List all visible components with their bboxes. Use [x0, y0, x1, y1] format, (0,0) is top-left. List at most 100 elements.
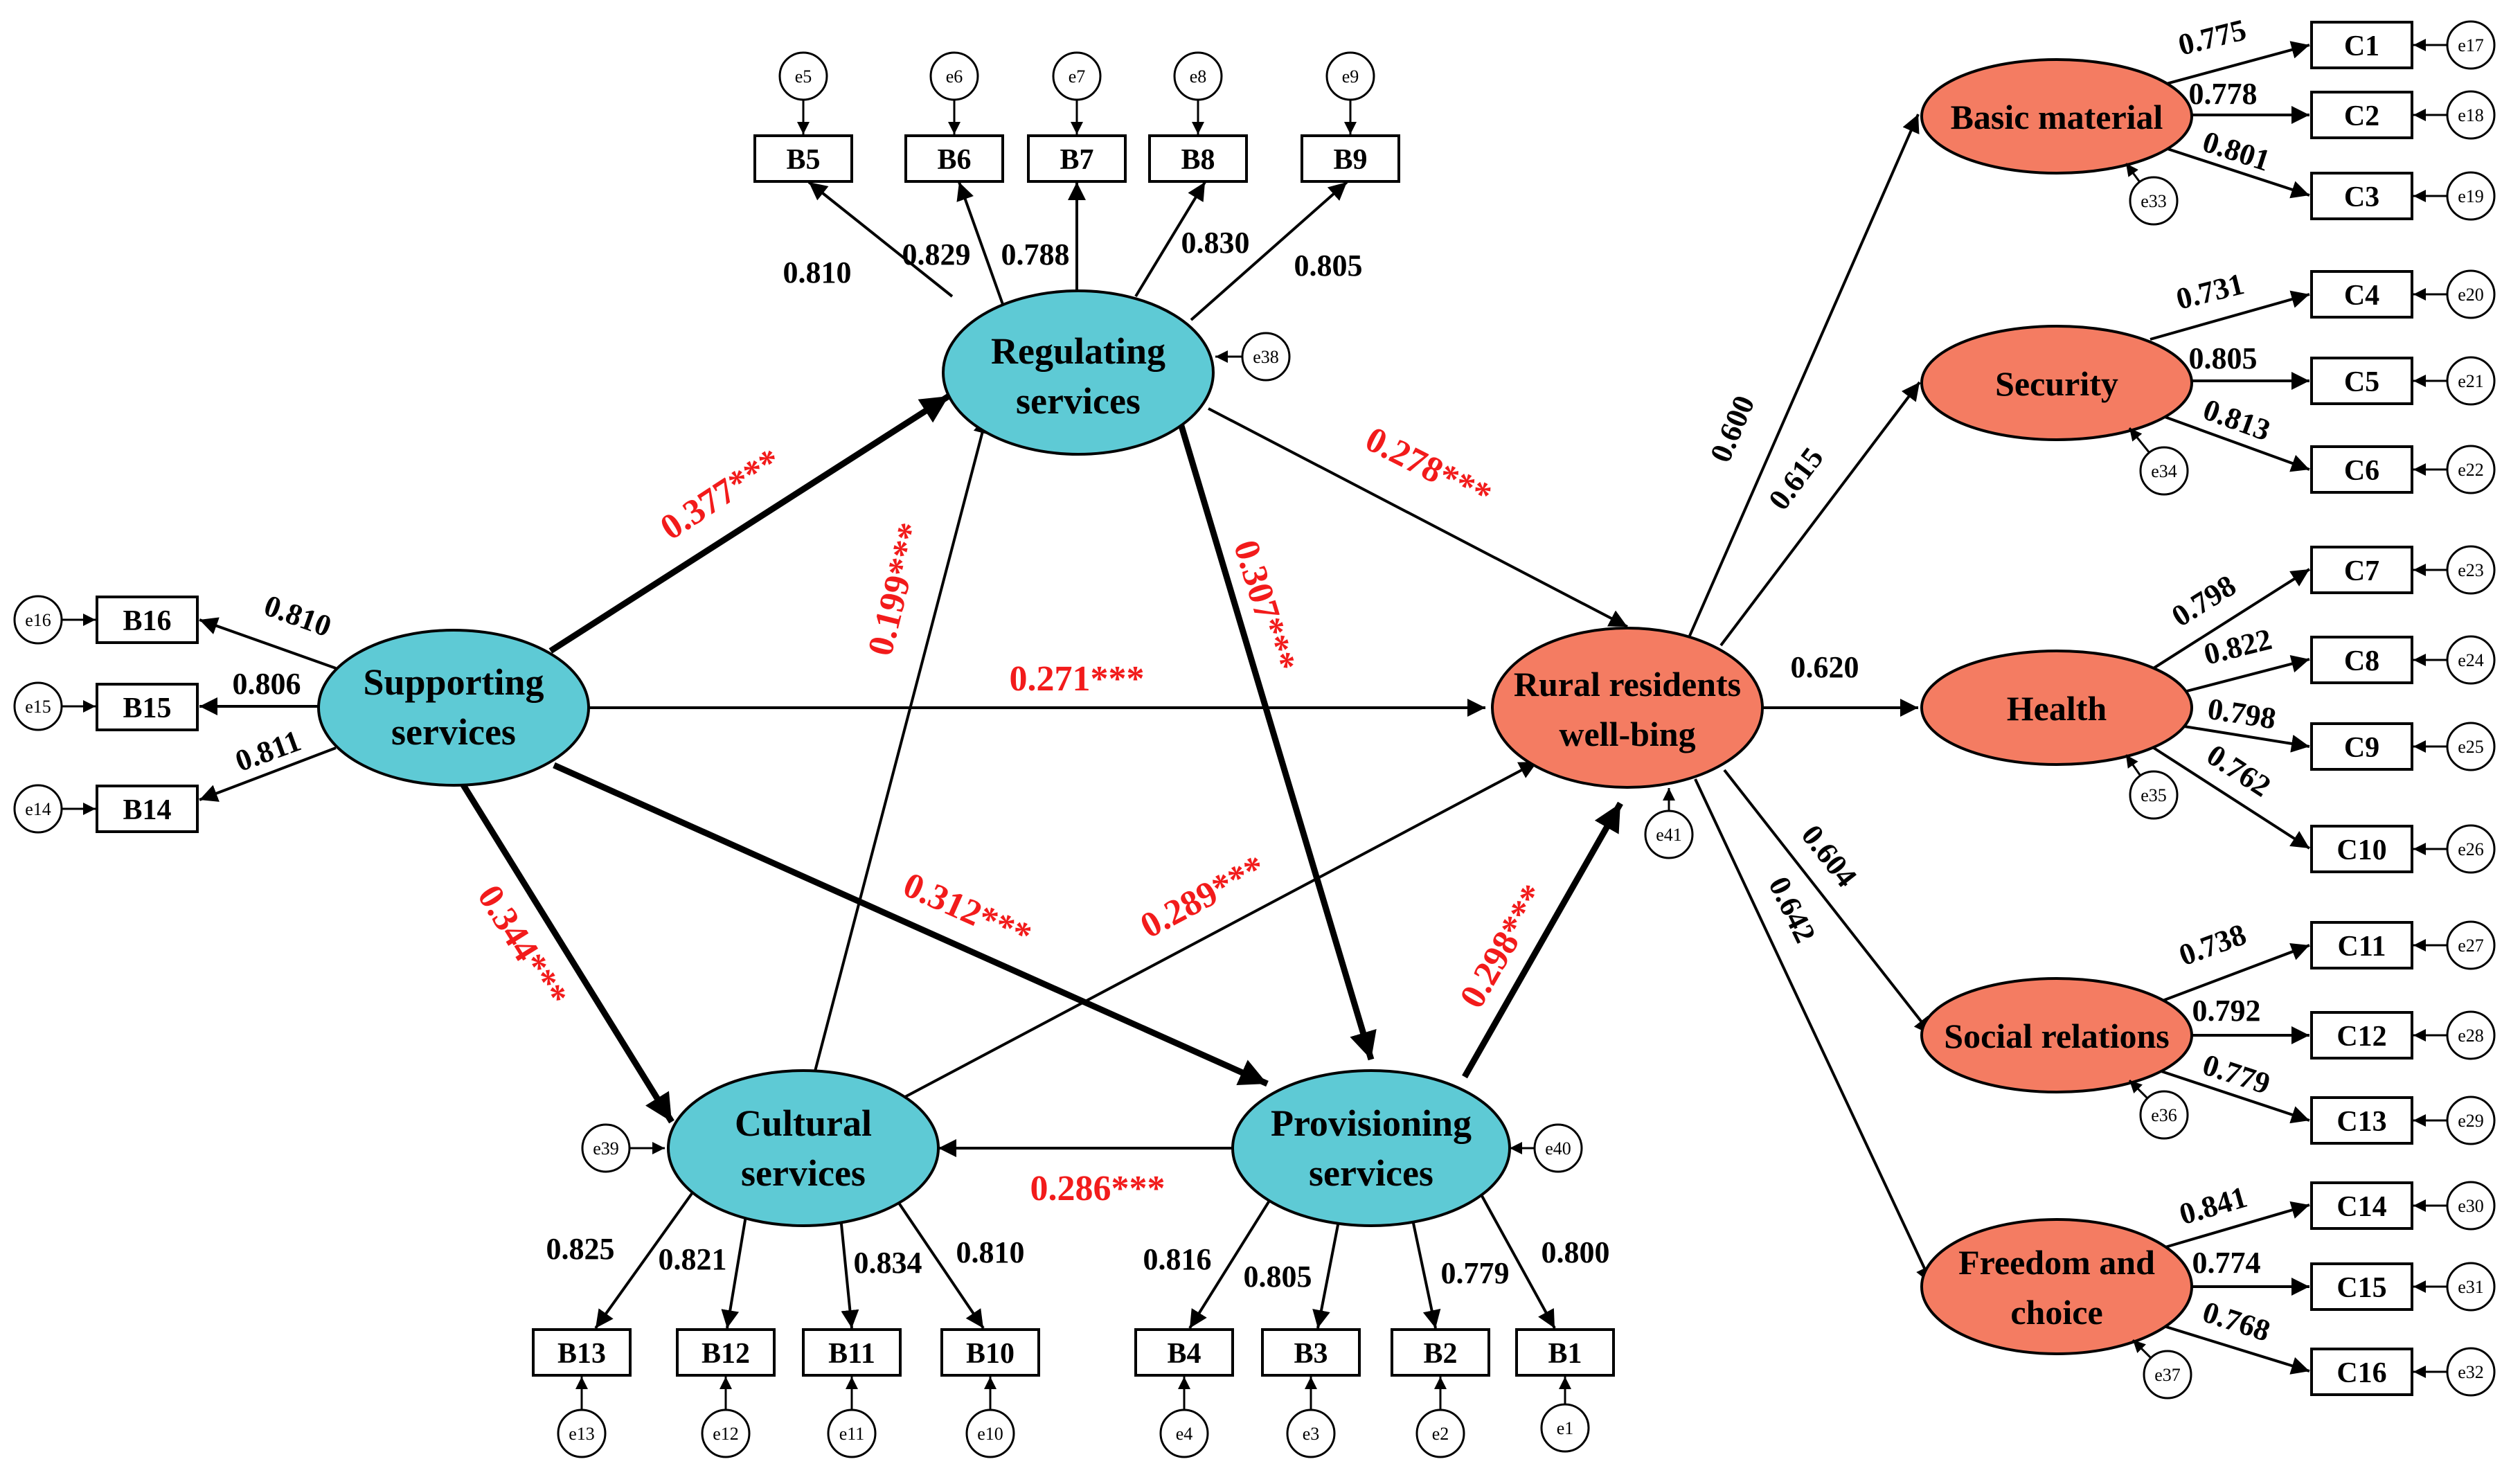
indicator-C5: C5 [2310, 357, 2413, 405]
latent-supporting: Supporting services [317, 629, 590, 787]
error-label: e13 [569, 1424, 595, 1444]
path-wellbeing-security [1719, 381, 1921, 647]
error-e24: e24 [2413, 635, 2496, 685]
error-label: e23 [2458, 560, 2484, 580]
latent-supporting-l2: services [391, 711, 516, 753]
error-e6: e6 [929, 51, 979, 134]
error-e17: e17 [2413, 20, 2496, 70]
indicator-C3: C3 [2310, 172, 2413, 220]
lbl-basic: 0.600 [1704, 391, 1762, 467]
error-e4: e4 [1159, 1377, 1209, 1458]
indicator-label: C6 [2344, 455, 2379, 487]
latent-basic-material: Basic material [1920, 58, 2193, 175]
error-arrow [2128, 1079, 2149, 1100]
load-C6 [2156, 413, 2310, 472]
latent-wellbeing-l1: Rural residents [1514, 665, 1741, 704]
indicator-C10: C10 [2310, 825, 2413, 873]
path-regulating-wellbeing [1208, 407, 1628, 628]
lbl-B15: 0.806 [233, 667, 301, 701]
load-B1 [1477, 1189, 1556, 1329]
error-label: e29 [2458, 1111, 2484, 1131]
indicator-B5: B5 [753, 134, 853, 183]
error-label: e14 [25, 799, 51, 819]
error-e31: e31 [2413, 1262, 2496, 1312]
path-cultural-wellbeing [903, 760, 1538, 1099]
indicator-label: C10 [2336, 834, 2386, 866]
error-e27: e27 [2413, 920, 2496, 970]
indicator-B15: B15 [96, 683, 199, 731]
error-e18: e18 [2413, 90, 2496, 140]
error-e33: e33 [2125, 163, 2179, 226]
path-wellbeing-basic [1688, 114, 1920, 636]
load-B16 [199, 617, 337, 670]
indicator-label: B4 [1167, 1338, 1201, 1370]
indicator-C15: C15 [2310, 1262, 2413, 1311]
error-label: e12 [713, 1424, 739, 1444]
coef-cultural-regulating: 0.199*** [861, 519, 931, 660]
indicator-C14: C14 [2310, 1181, 2413, 1230]
error-e2: e2 [1415, 1377, 1465, 1458]
error-e36: e36 [2128, 1079, 2189, 1140]
error-e14: e14 [13, 784, 96, 834]
load-C3 [2156, 144, 2310, 199]
load-C8 [2181, 654, 2310, 694]
error-label: e22 [2458, 460, 2484, 480]
latent-regulating-l2: services [1016, 380, 1141, 422]
error-e35: e35 [2125, 754, 2179, 820]
error-label: e17 [2458, 35, 2484, 55]
error-label: e1 [1557, 1418, 1574, 1438]
indicator-C1: C1 [2310, 21, 2413, 69]
indicator-label: B12 [702, 1338, 750, 1370]
indicator-C2: C2 [2310, 91, 2413, 139]
indicator-C13: C13 [2310, 1096, 2413, 1145]
indicator-B13: B13 [532, 1328, 632, 1377]
latent-supporting-l1: Supporting [363, 661, 544, 703]
lbl-C14: 0.841 [2176, 1180, 2251, 1231]
lbl-B6: 0.829 [902, 238, 971, 271]
indicator-C6: C6 [2310, 445, 2413, 494]
latent-cultural: Cultural services [667, 1069, 940, 1227]
coef-supporting-regulating: 0.377*** [654, 441, 789, 548]
indicator-C8: C8 [2310, 636, 2413, 684]
indicator-label: C4 [2344, 280, 2379, 312]
error-label: e31 [2458, 1277, 2484, 1297]
error-label: e19 [2458, 186, 2484, 206]
error-label: e25 [2458, 737, 2484, 757]
indicator-label: C3 [2344, 181, 2379, 213]
load-C11 [2156, 943, 2310, 1004]
error-arrow [2125, 754, 2141, 776]
load-C16 [2156, 1323, 2310, 1375]
indicator-C9: C9 [2310, 722, 2413, 771]
error-label: e33 [2141, 191, 2167, 211]
load-B12 [721, 1203, 749, 1329]
indicator-label: B5 [786, 144, 820, 176]
error-label: e8 [1190, 66, 1207, 87]
lbl-C4: 0.731 [2173, 267, 2248, 316]
error-e9: e9 [1325, 51, 1375, 134]
latent-security-label: Security [1995, 364, 2118, 403]
error-label: e4 [1176, 1424, 1193, 1444]
indicator-C12: C12 [2310, 1011, 2413, 1060]
indicator-B3: B3 [1261, 1328, 1361, 1377]
lbl-B14: 0.811 [231, 724, 305, 778]
error-e7: e7 [1052, 51, 1102, 134]
indicator-B7: B7 [1027, 134, 1127, 183]
error-e32: e32 [2413, 1347, 2496, 1397]
load-C13 [2156, 1069, 2310, 1124]
error-label: e20 [2458, 285, 2484, 305]
error-e8: e8 [1173, 51, 1223, 134]
path-supporting-provisioning [553, 762, 1269, 1087]
indicator-label: B3 [1294, 1338, 1328, 1370]
lbl-C15: 0.774 [2192, 1246, 2261, 1280]
latent-regulating: Regulating services [942, 289, 1215, 456]
error-label: e27 [2458, 936, 2484, 956]
lbl-B5: 0.810 [783, 256, 852, 289]
error-label: e3 [1303, 1424, 1320, 1444]
error-e39: e39 [581, 1123, 665, 1173]
lbl-social: 0.604 [1795, 819, 1864, 893]
error-label: e10 [977, 1424, 1003, 1444]
error-e10: e10 [965, 1377, 1015, 1458]
coef-supporting-wellbeing: 0.271*** [1010, 659, 1145, 699]
indicator-B14: B14 [96, 785, 199, 833]
